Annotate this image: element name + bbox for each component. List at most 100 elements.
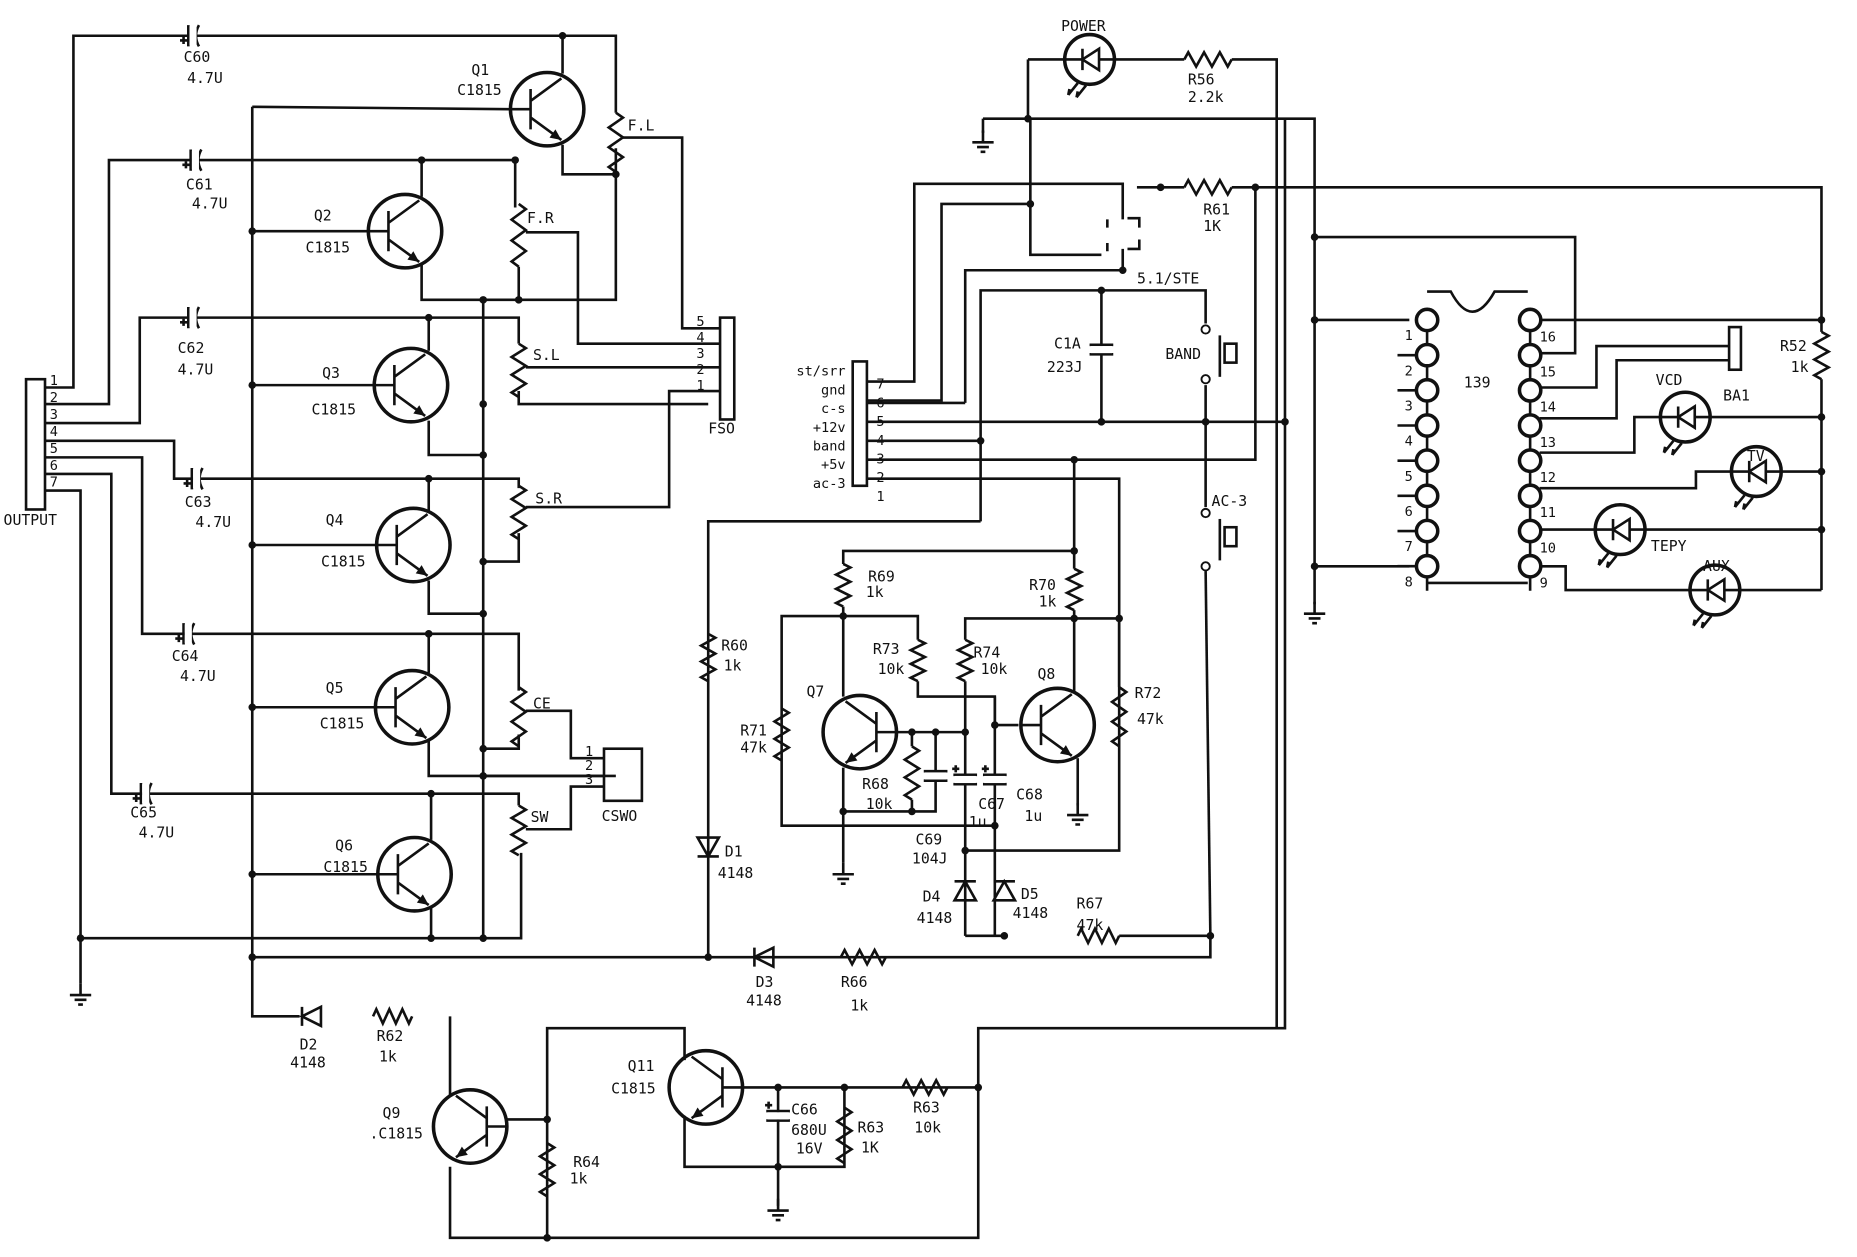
cswo-pin-number: 2: [585, 758, 593, 774]
wire: [1231, 186, 1823, 332]
main-pin-number: 1: [876, 489, 884, 505]
ic-pin-number: 11: [1540, 505, 1556, 521]
wire: [252, 935, 1212, 959]
switch-contact: [1200, 507, 1211, 519]
label-led-vcd-ref: VCD: [1656, 372, 1683, 389]
wire: [963, 248, 1125, 403]
transistor-leads: [375, 675, 428, 740]
label-r69-value: 1k: [866, 584, 884, 601]
ic-pin-number: 2: [1405, 363, 1413, 379]
emitter-arrow: [455, 1146, 468, 1158]
ic-outline: [1425, 506, 1532, 521]
label-c68-ref: C68: [1016, 787, 1043, 804]
label-sr-ref: S.R: [535, 491, 562, 508]
label-r73-ref: R73: [873, 641, 900, 658]
capacitor-gap: [924, 772, 947, 780]
label-r63-value: 1K: [861, 1140, 879, 1157]
label-c63-value: 4.7U: [195, 514, 231, 531]
label-led-power-ref: POWER: [1061, 18, 1106, 35]
ic-pin-number: 4: [1405, 434, 1413, 450]
wire: [45, 316, 521, 425]
junction-dot: [931, 728, 940, 736]
label-c62-value: 4.7U: [178, 361, 214, 378]
wire: [706, 520, 981, 958]
main-pin-number: 4: [876, 433, 884, 449]
junction-dot: [991, 821, 999, 830]
resistor-r67: [1076, 925, 1121, 946]
output-pin-number: 3: [50, 407, 58, 423]
output-pin-number: 5: [50, 441, 58, 457]
label-q6-ref: Q6: [335, 838, 353, 855]
wire: [525, 231, 721, 345]
main-pin-number: 5: [876, 414, 884, 430]
ic-pin-number: 10: [1540, 540, 1556, 556]
label-sw-ref: SW: [531, 809, 549, 826]
junction-dot: [1115, 614, 1123, 623]
label-r74-ref: R74: [974, 645, 1001, 662]
output-pin-number: 1: [50, 373, 58, 389]
junction-dot: [1817, 316, 1826, 324]
label-c61-ref: C61: [186, 177, 213, 194]
junction-dot: [1310, 562, 1319, 571]
junction-dot: [427, 789, 435, 798]
diode-d3: [751, 945, 775, 969]
ic-pin-number: 12: [1540, 470, 1556, 486]
capacitor-c67: [953, 773, 978, 786]
capacitor-c69: [923, 769, 948, 782]
wire: [976, 118, 1287, 1088]
junction-dot: [248, 541, 257, 549]
wire: [866, 202, 1031, 402]
output-connector: [24, 377, 47, 511]
emitter-arrow: [549, 129, 562, 140]
junction-dot: [1024, 114, 1032, 123]
label-r56-value: 2.2k: [1188, 89, 1224, 106]
label-r63b-ref: R63: [913, 1099, 940, 1116]
main-pin-number: 6: [876, 395, 884, 411]
junction-dot: [908, 728, 916, 736]
electrolytic-capacitor: [183, 468, 194, 490]
label-r70-value: 1k: [1039, 594, 1057, 611]
junction-dot: [908, 807, 916, 816]
label-r67-ref: R67: [1077, 896, 1104, 913]
ic-pin-number: 7: [1405, 539, 1413, 555]
label-c66-value: 680U: [791, 1122, 827, 1139]
ic-pin: [1414, 413, 1440, 438]
junction-dot: [991, 721, 999, 729]
junction-dot: [479, 744, 487, 753]
transistor-q3: [372, 346, 450, 424]
label-r63b-value: 10k: [914, 1119, 941, 1136]
label-r74-value: 10k: [981, 661, 1008, 678]
junction-dot: [511, 156, 519, 164]
label-r69-ref: R69: [868, 569, 895, 586]
label-c64-ref: C64: [172, 648, 199, 665]
capacitor-gap: [984, 775, 1006, 784]
junction-dot: [479, 451, 487, 459]
junction-dot: [974, 1083, 983, 1092]
transistor-leads: [844, 700, 897, 764]
junction-dot: [774, 1083, 782, 1092]
output-pin-number: 4: [50, 424, 58, 440]
ic-outline: [1425, 365, 1532, 380]
capacitor-c66: [766, 1109, 790, 1122]
junction-dot: [248, 870, 257, 879]
label-q2-value: C1815: [306, 239, 351, 256]
led-diode: [1064, 46, 1115, 73]
ic-pin-number: 6: [1405, 504, 1413, 520]
label-q9-value: .C1815: [370, 1125, 423, 1142]
connector-name: FSO: [708, 421, 735, 438]
label-c66-rating: 16V: [796, 1141, 823, 1158]
junction-dot: [612, 170, 620, 179]
junction-dot: [1070, 547, 1078, 555]
resistor-r68: [902, 745, 922, 801]
junction-dot: [424, 474, 433, 483]
label-r62-ref: R62: [377, 1028, 404, 1045]
cswo-pin-number: 3: [585, 772, 593, 788]
transistor-q5: [373, 668, 451, 746]
transistor-q7: [821, 693, 899, 771]
emitter-arrow: [413, 405, 426, 416]
label-c1a-ref: C1A: [1054, 335, 1081, 352]
junction-dot: [479, 934, 487, 942]
label-q1-ref: Q1: [471, 62, 489, 79]
